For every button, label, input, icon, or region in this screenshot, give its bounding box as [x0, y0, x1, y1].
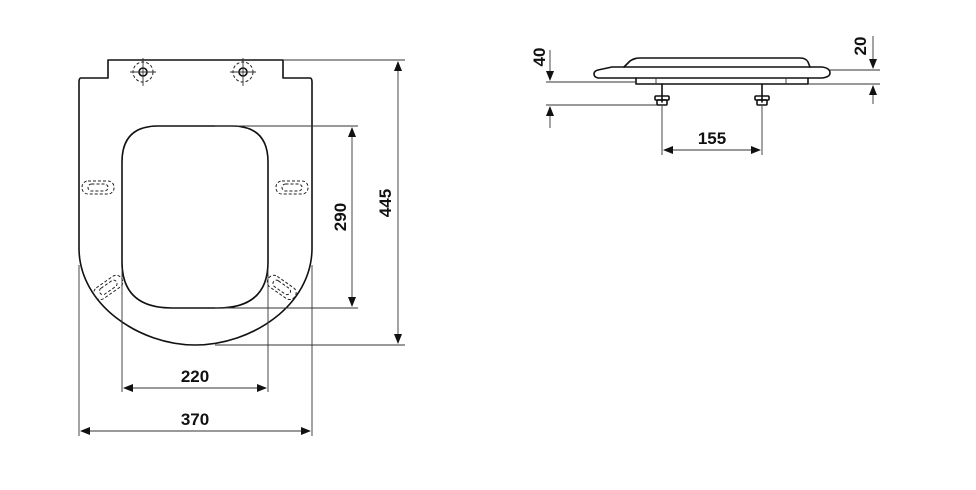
- buffer-upper-left: [81, 180, 115, 195]
- extension-lines-top-view: [78, 59, 405, 436]
- seat-inner-opening: [121, 125, 269, 309]
- hinge-bolt-right: [754, 83, 770, 106]
- seat-outer-outline: [78, 59, 313, 346]
- dim-label-overall-length: 445: [376, 189, 395, 217]
- hinge-bolt-left: [654, 83, 670, 106]
- buffer-upper-right: [275, 180, 309, 195]
- hinge-hole-left: [130, 58, 156, 86]
- extension-lines-side-view: [546, 69, 880, 155]
- hinge-hole-right: [230, 58, 256, 86]
- seat-underside-profile: [635, 77, 809, 85]
- dim-label-inner-length: 290: [331, 203, 350, 231]
- buffer-lower-left: [93, 274, 124, 301]
- seat-plate-profile: [593, 66, 831, 79]
- side-view: 40 20 155: [530, 36, 880, 155]
- dim-label-overall-width: 370: [181, 410, 209, 429]
- dim-label-seat-thickness: 20: [851, 37, 870, 56]
- dim-label-hinge-spacing: 155: [698, 129, 726, 148]
- dim-label-total-height: 40: [530, 48, 549, 67]
- top-view: 445 290 220 370: [78, 58, 405, 436]
- dim-label-inner-width: 220: [181, 367, 209, 386]
- buffer-lower-right: [266, 274, 297, 301]
- seat-lid-profile: [623, 57, 811, 68]
